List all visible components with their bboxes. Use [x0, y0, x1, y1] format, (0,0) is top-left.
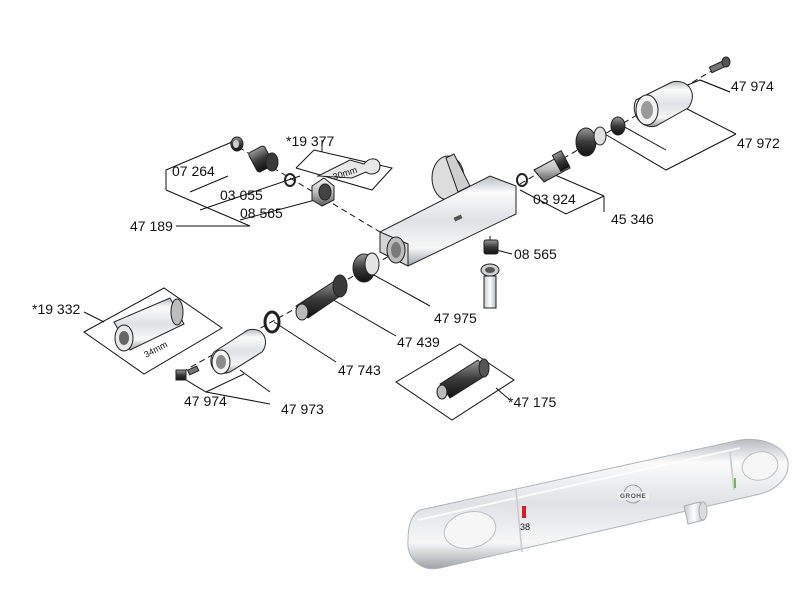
part-nut-03055	[248, 145, 279, 173]
part-cap-07264	[230, 136, 244, 152]
brand-logo: GROHE	[617, 484, 649, 504]
label-47439: 47 439	[397, 334, 440, 350]
part-valve-body	[379, 153, 517, 267]
label-19332: *19 332	[32, 301, 80, 317]
label-47974-top: 47 974	[731, 78, 774, 94]
part-ring-47743	[263, 310, 281, 334]
part-handle-47973	[210, 328, 266, 375]
label-08565-left: 08 565	[240, 205, 283, 221]
label-03055: 03 055	[220, 187, 263, 203]
part-ring-08565-mid	[483, 239, 499, 255]
label-47974-bottom: 47 974	[184, 393, 227, 409]
part-adapter-19332	[113, 297, 185, 352]
label-47973: 47 973	[281, 401, 324, 417]
label-07264: 07 264	[172, 163, 215, 179]
part-ring-03924	[516, 173, 528, 187]
part-cartridge-47439	[295, 274, 348, 321]
part-screw-47974-top	[708, 56, 731, 74]
product-render-thermostat: 38 GROHE	[407, 438, 789, 570]
left-control-knob	[443, 511, 497, 549]
part-nut-47975	[352, 252, 380, 283]
label-08565-mid: 08 565	[514, 246, 557, 262]
label-03924: 03 924	[533, 191, 576, 207]
part-wrench-19377	[316, 158, 381, 179]
label-45346: 45 346	[611, 211, 654, 227]
label-47175: *47 175	[508, 394, 556, 410]
part-cartridge-45346	[533, 150, 571, 183]
label-19377: *19 377	[286, 133, 334, 149]
svg-text:GROHE: GROHE	[620, 493, 647, 500]
label-47975: 47 975	[434, 310, 477, 326]
part-handle-right	[633, 80, 693, 128]
label-47972: 47 972	[737, 135, 780, 151]
temperature-mark-label: 38	[520, 522, 530, 532]
temperature-mark-green	[734, 478, 736, 488]
part-coupling-47972	[575, 116, 626, 157]
part-cartridge-47175	[436, 358, 490, 400]
leader-lines	[83, 79, 737, 421]
right-control-knob	[741, 451, 779, 481]
part-hose-fitting	[480, 263, 500, 309]
label-47189: 47 189	[130, 218, 173, 234]
part-screw-47974-bottom	[175, 365, 200, 381]
label-47743: 47 743	[338, 362, 381, 378]
temperature-mark-red	[522, 506, 526, 518]
part-nut-47189	[311, 177, 335, 207]
part-ring-08565-left	[284, 173, 296, 187]
